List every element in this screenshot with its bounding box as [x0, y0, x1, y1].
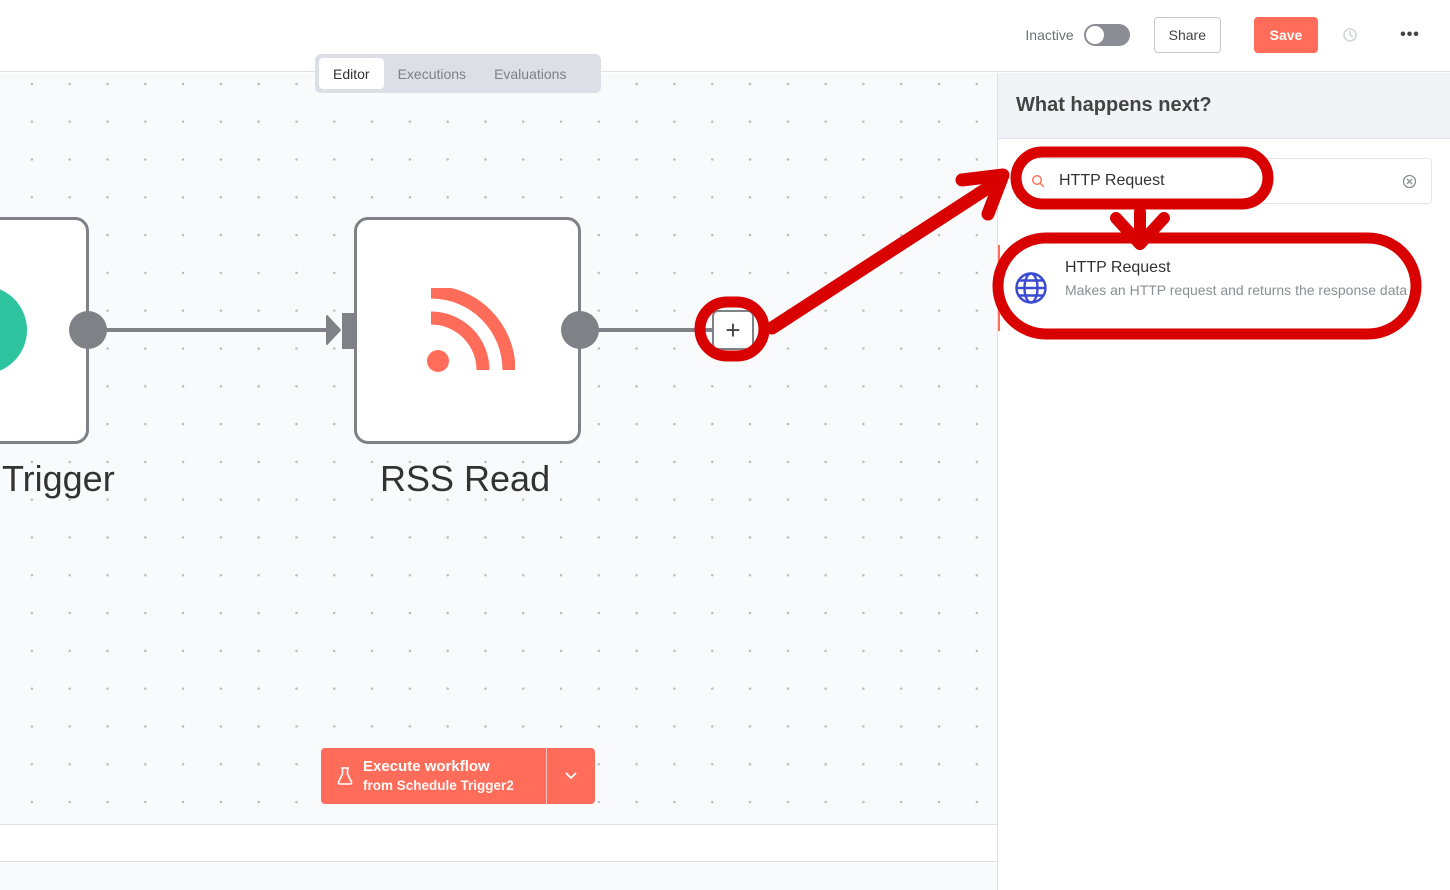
chevron-down-icon — [565, 772, 577, 779]
connection-edge[interactable] — [100, 328, 332, 332]
connection-edge-end — [596, 328, 712, 332]
flask-icon — [337, 767, 353, 785]
execute-workflow-button[interactable]: Execute workflow from Schedule Trigger2 — [321, 748, 595, 804]
top-header: Inactive Share Save ••• — [0, 0, 1450, 72]
active-item-indicator — [998, 245, 1000, 331]
view-tabs: Editor Executions Evaluations — [315, 54, 601, 93]
result-title: HTTP Request — [1065, 259, 1171, 276]
add-node-button[interactable]: + — [712, 310, 754, 350]
toggle-knob — [1085, 26, 1104, 44]
tab-editor[interactable]: Editor — [319, 58, 384, 89]
execute-workflow-title: Execute workflow — [363, 758, 490, 775]
node-search-input[interactable] — [1059, 172, 1379, 190]
bottom-area — [0, 863, 997, 890]
node-search-box[interactable] — [1016, 158, 1432, 204]
logs-panel-bar[interactable] — [0, 824, 997, 862]
tab-executions[interactable]: Executions — [397, 65, 467, 82]
more-options-icon[interactable]: ••• — [1400, 26, 1420, 43]
result-description: Makes an HTTP request and returns the re… — [1065, 282, 1408, 298]
panel-title: What happens next? — [998, 73, 1450, 139]
globe-icon — [1015, 272, 1047, 304]
execute-options-dropdown[interactable] — [547, 748, 595, 804]
clear-circle-icon[interactable] — [1402, 174, 1417, 194]
search-icon — [1031, 174, 1045, 188]
node-result-item[interactable]: HTTP Request Makes an HTTP request and r… — [998, 245, 1450, 331]
header-actions: Inactive Share Save ••• — [1025, 16, 1450, 54]
rss-read-node[interactable] — [354, 217, 581, 444]
execute-workflow-subtitle: from Schedule Trigger2 — [363, 778, 514, 793]
workflow-canvas[interactable]: Trigger RSS Read + — [0, 73, 997, 825]
history-icon[interactable] — [1342, 27, 1358, 43]
active-toggle[interactable] — [1083, 24, 1130, 46]
rss-icon — [427, 288, 515, 372]
share-button[interactable]: Share — [1153, 17, 1221, 53]
schedule-trigger-icon — [0, 286, 27, 374]
trigger-node-label: Trigger — [2, 458, 115, 499]
rss-output-handle[interactable] — [561, 311, 599, 349]
tab-evaluations[interactable]: Evaluations — [494, 65, 567, 82]
active-state-label: Inactive — [1025, 27, 1074, 43]
node-creator-panel: What happens next? HTTP Request Makes an… — [997, 73, 1450, 890]
save-button[interactable]: Save — [1254, 17, 1318, 53]
rss-node-label: RSS Read — [380, 458, 551, 499]
execute-workflow-main[interactable]: Execute workflow from Schedule Trigger2 — [321, 748, 547, 804]
plus-icon: + — [725, 315, 741, 345]
